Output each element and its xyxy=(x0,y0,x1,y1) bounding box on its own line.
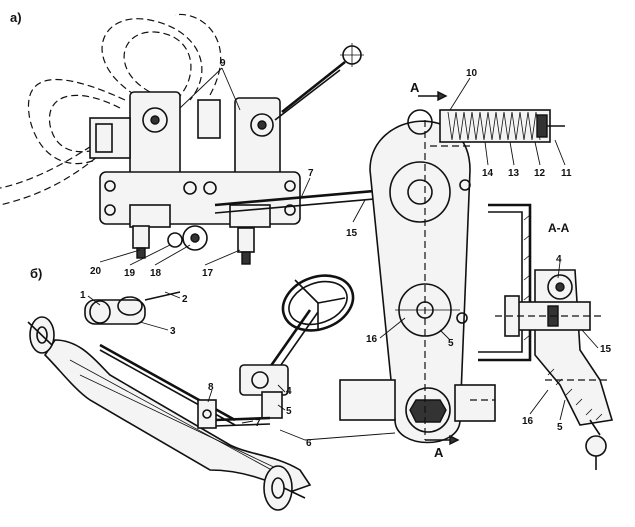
drag-link-b xyxy=(197,399,271,429)
panel-a-callouts: 9 10 7 14 13 12 11 15 20 19 18 17 16 5 xyxy=(90,58,572,349)
callout-7: 7 xyxy=(308,168,314,179)
callout-12: 12 xyxy=(534,168,546,179)
callout-17: 17 xyxy=(202,268,214,279)
lower-fittings xyxy=(132,225,255,265)
callout-15: 15 xyxy=(346,228,358,239)
hydraulic-hoses xyxy=(0,13,222,206)
section-leader-lines xyxy=(529,261,599,421)
section-arrow-bottom: A xyxy=(425,434,460,460)
steering-column xyxy=(266,309,319,373)
steering-gear-box xyxy=(239,364,289,419)
power-cylinder xyxy=(84,291,181,325)
section-bracket xyxy=(495,269,614,426)
panel-b-front-axle-steering: б) xyxy=(27,266,396,511)
panel-b-label: б) xyxy=(30,266,42,281)
callout-b-8: 8 xyxy=(208,382,214,393)
section-callouts: 4 15 16 5 xyxy=(522,254,612,433)
callout-11: 11 xyxy=(561,168,572,179)
right-wheel-hub xyxy=(263,465,306,511)
callout-sec-4: 4 xyxy=(556,254,562,265)
callout-20: 20 xyxy=(90,266,102,277)
callout-b-4: 4 xyxy=(286,386,292,397)
callout-b-2: 2 xyxy=(182,294,188,305)
section-ball-pin xyxy=(545,379,608,470)
panel-b-leader-lines xyxy=(87,291,396,441)
callout-19: 19 xyxy=(124,268,136,279)
panel-a-hydraulic-booster-assembly: A A xyxy=(0,13,566,460)
callout-14: 14 xyxy=(482,168,494,179)
section-letter-bottom: A xyxy=(434,445,444,460)
drag-link-rod xyxy=(214,188,386,214)
section-letter-top: A xyxy=(410,80,420,95)
control-valve-left xyxy=(89,91,221,188)
section-view-a-a: А-А xyxy=(478,203,614,470)
callout-b-1: 1 xyxy=(80,290,86,301)
section-arrow-top: A xyxy=(410,80,448,102)
pitman-arm xyxy=(369,120,471,444)
callout-sec-16: 16 xyxy=(522,416,534,427)
callout-16: 16 xyxy=(366,334,378,345)
steering-wheel xyxy=(281,274,355,332)
callout-b-6: 6 xyxy=(306,438,312,449)
callout-9: 9 xyxy=(220,58,226,69)
callout-sec-15: 15 xyxy=(600,344,612,355)
left-wheel-hub xyxy=(27,316,55,354)
callout-10: 10 xyxy=(466,68,478,79)
callout-sec-5: 5 xyxy=(557,422,563,433)
supply-pipe xyxy=(274,43,364,121)
centering-spring-cylinder xyxy=(407,109,565,147)
callout-13: 13 xyxy=(508,168,520,179)
panel-a-label: а) xyxy=(10,10,22,25)
callout-b-7: 7 xyxy=(255,418,261,429)
panel-b-callouts: 1 2 3 8 4 5 7 6 xyxy=(80,290,312,449)
section-title: А-А xyxy=(548,221,570,235)
frame-channel xyxy=(478,203,532,362)
callout-18: 18 xyxy=(150,268,162,279)
callout-5: 5 xyxy=(448,338,454,349)
callout-b-5: 5 xyxy=(286,406,292,417)
lower-cylinder-housing xyxy=(339,379,496,422)
callout-b-3: 3 xyxy=(170,326,176,337)
panel-a-leader-lines xyxy=(99,67,566,341)
